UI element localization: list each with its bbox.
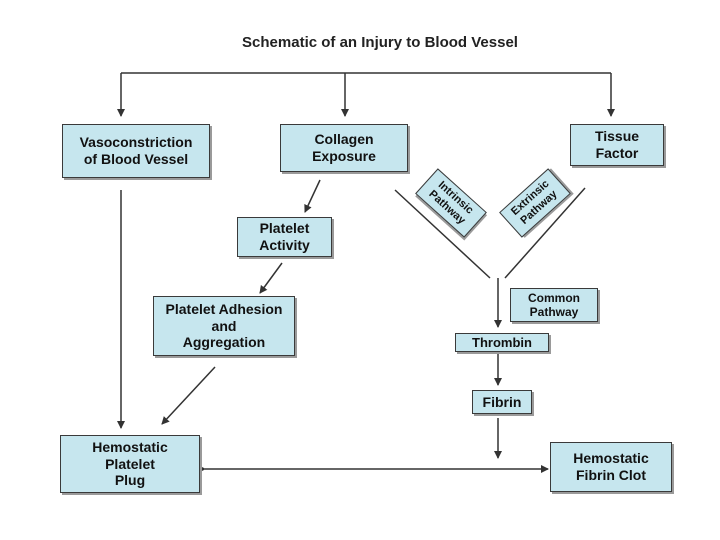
vasoconstriction-box: Vasoconstriction of Blood Vessel (62, 124, 210, 178)
fibrin-box: Fibrin (472, 390, 532, 414)
vasoconstriction-label: Vasoconstriction of Blood Vessel (79, 134, 193, 167)
arrow-adhesion-to-plug (161, 366, 216, 425)
hemostatic-fibrin-clot-box: Hemostatic Fibrin Clot (550, 442, 672, 492)
diagram-title: Schematic of an Injury to Blood Vessel (242, 34, 518, 51)
thrombin-box: Thrombin (455, 333, 549, 352)
platelet-adhesion-box: Platelet Adhesion and Aggregation (153, 296, 295, 356)
platelet-activity-box: Platelet Activity (237, 217, 332, 257)
thrombin-label: Thrombin (472, 334, 532, 350)
platelet-adhesion-label: Platelet Adhesion and Aggregation (165, 300, 283, 351)
tissue-factor-label: Tissue Factor (594, 128, 640, 161)
arrow-activity-to-adhesion (259, 262, 283, 294)
hemostatic-fibrin-clot-label: Hemostatic Fibrin Clot (573, 450, 649, 483)
intrinsic-line (394, 189, 491, 279)
hemostatic-platelet-plug-label: Hemostatic Platelet Plug (92, 438, 168, 489)
fibrin-label: Fibrin (482, 393, 522, 410)
extrinsic-line (504, 187, 586, 279)
hemostatic-platelet-plug-box: Hemostatic Platelet Plug (60, 435, 200, 493)
collagen-exposure-label: Collagen Exposure (312, 131, 376, 164)
common-pathway-label: Common Pathway (528, 290, 580, 319)
tissue-factor-box: Tissue Factor (570, 124, 664, 166)
platelet-activity-label: Platelet Activity (259, 220, 310, 253)
arrow-collagen-to-activity (304, 179, 321, 213)
collagen-exposure-box: Collagen Exposure (280, 124, 408, 172)
common-pathway-box: Common Pathway (510, 288, 598, 322)
